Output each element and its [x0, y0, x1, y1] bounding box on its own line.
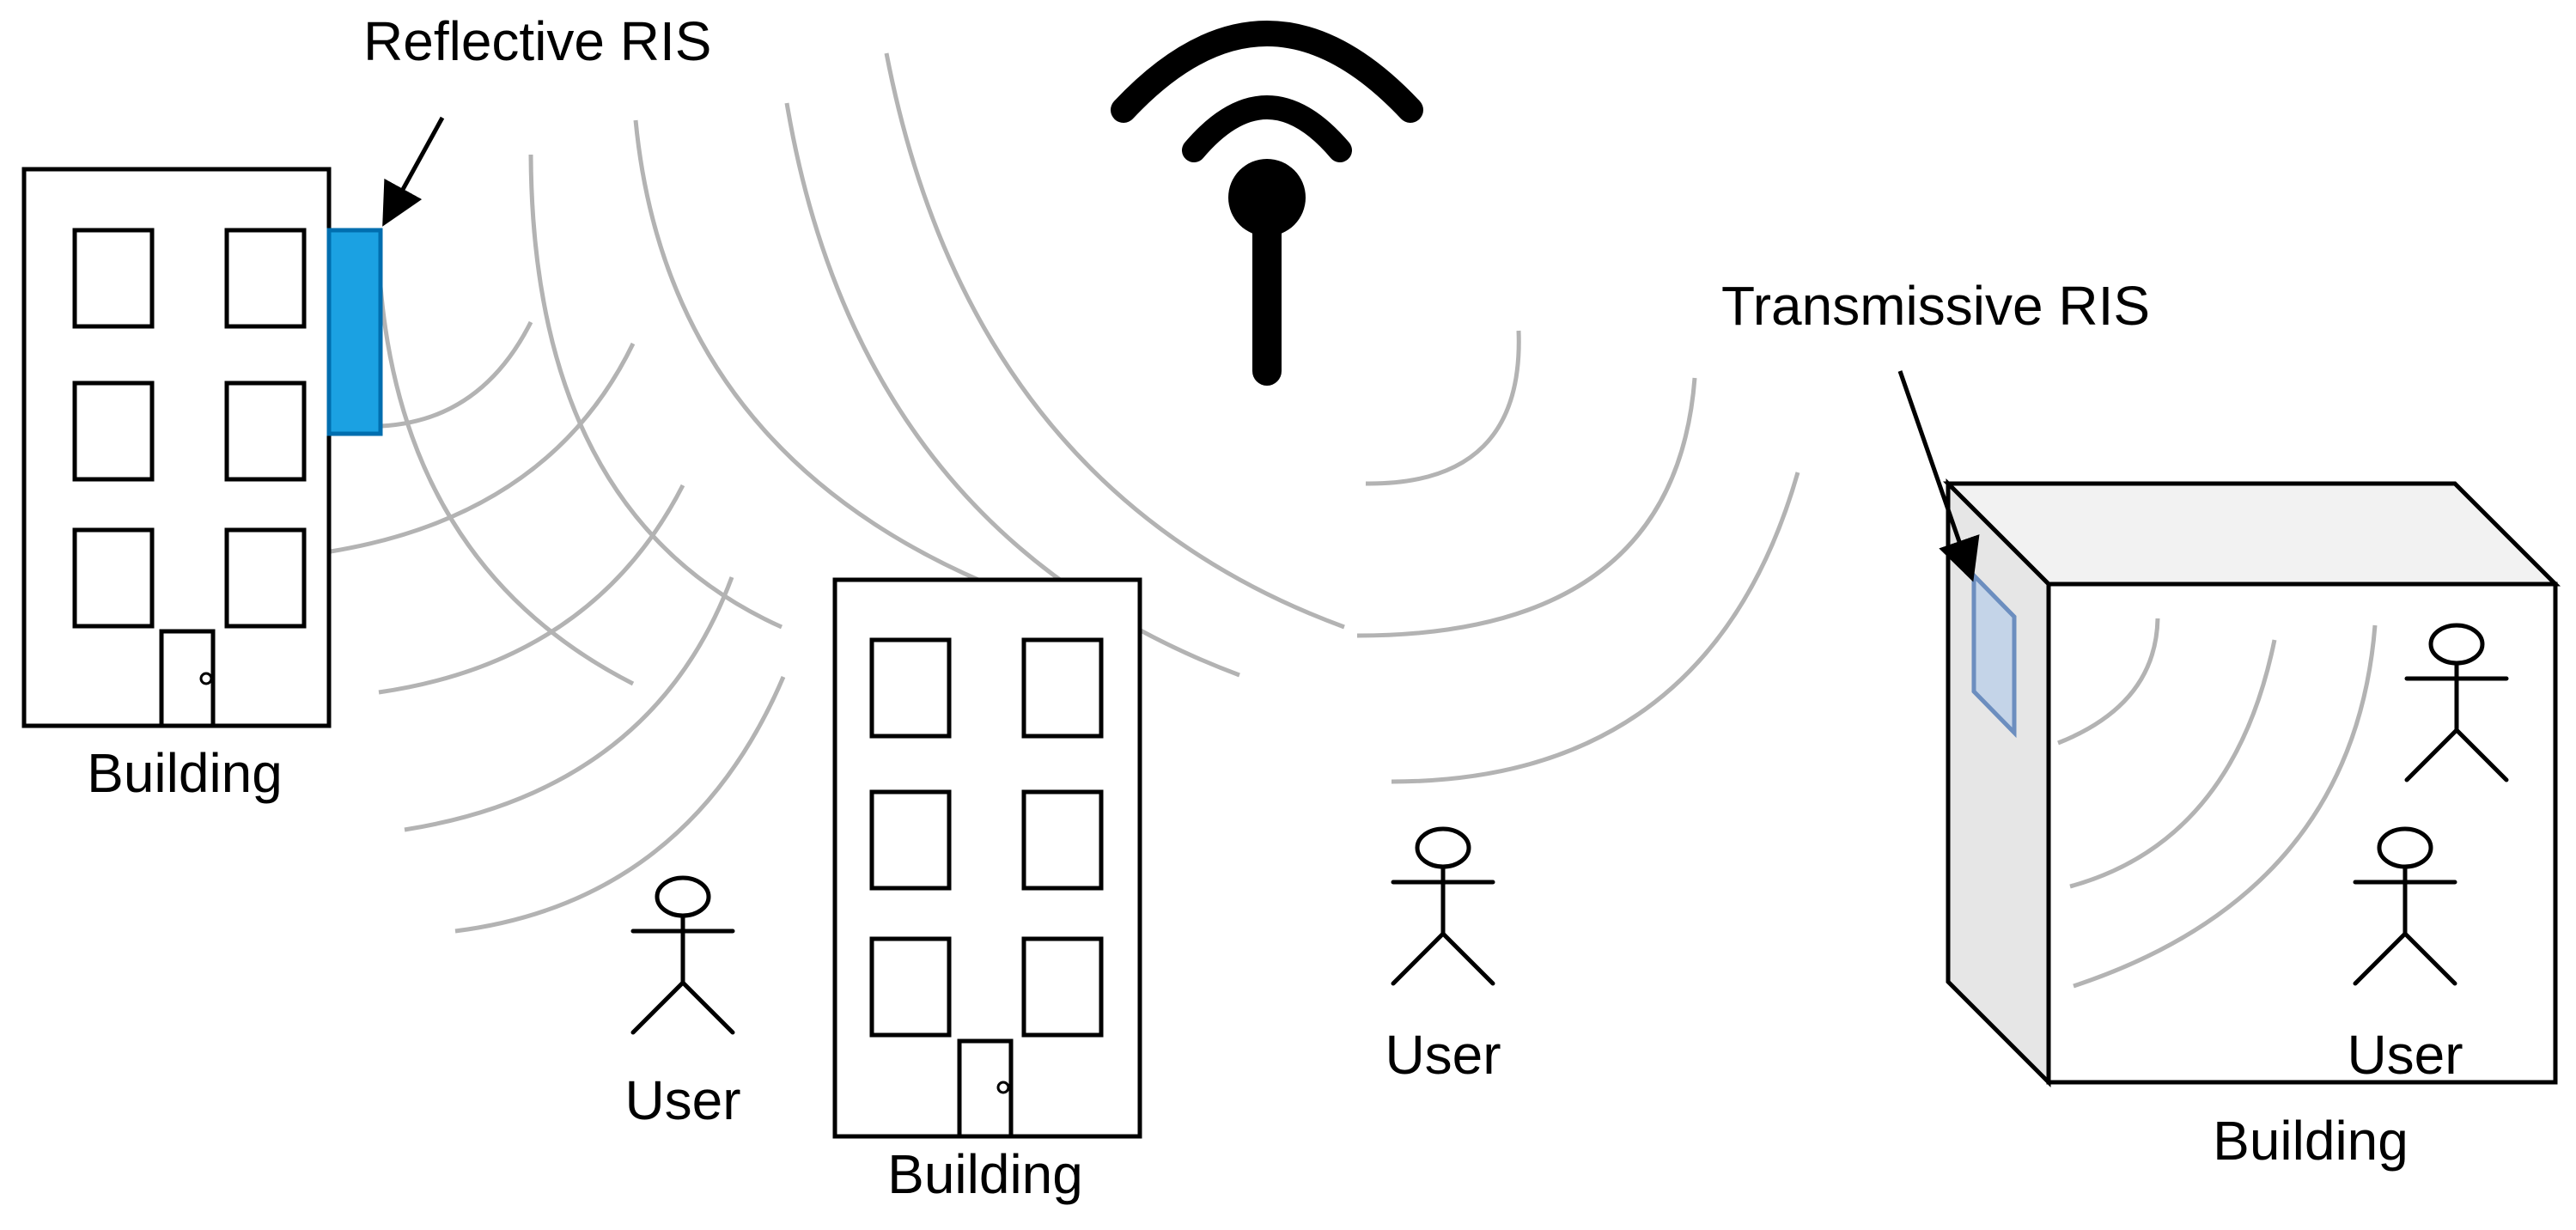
- building-left: [21, 167, 332, 728]
- window: [72, 381, 155, 482]
- door: [957, 1038, 1014, 1139]
- wave-arc: [2057, 618, 2160, 746]
- person-icon: [2404, 623, 2509, 782]
- person-icon: [1391, 826, 1495, 986]
- wave-arc: [2069, 639, 2277, 889]
- signal-waves: [330, 52, 2378, 989]
- wave-arc: [330, 342, 636, 554]
- window: [224, 381, 307, 482]
- building-center: [832, 577, 1142, 1139]
- window: [1021, 936, 1104, 1038]
- building-front-face: [2046, 582, 2558, 1085]
- window: [1021, 789, 1104, 891]
- arrow-icon: [382, 116, 445, 227]
- user-right-label: User: [2347, 1024, 2463, 1086]
- reflective-ris-panel: [326, 228, 383, 436]
- building-right: [1942, 478, 2561, 1088]
- building-center-label: Building: [887, 1143, 1083, 1205]
- building-side-face: [1946, 478, 2051, 1088]
- wave-arc: [1356, 377, 1697, 638]
- window: [1021, 637, 1104, 739]
- transmissive-ris-label: Transmissive RIS: [1721, 275, 2150, 337]
- wave-arc: [381, 320, 533, 429]
- window: [869, 936, 952, 1038]
- wave-arc: [633, 119, 1057, 612]
- door-knob: [996, 1081, 1010, 1094]
- person-icon: [630, 875, 735, 1035]
- wave-arc: [375, 240, 635, 686]
- door: [159, 629, 216, 728]
- reflective-ris-label: Reflective RIS: [363, 10, 711, 72]
- window: [72, 527, 155, 629]
- window: [224, 527, 307, 629]
- wave-arc: [454, 676, 786, 934]
- person-icon: [2353, 826, 2457, 986]
- door-knob: [199, 672, 213, 685]
- arrow-icon: [1897, 370, 1980, 582]
- building-right-label: Building: [2213, 1110, 2409, 1172]
- wave-arc: [1391, 472, 1800, 784]
- antenna-icon: [1111, 21, 1423, 386]
- building-top-face: [1942, 481, 2561, 587]
- user-left-label: User: [624, 1069, 740, 1131]
- transmissive-ris-panel: [1971, 569, 2017, 739]
- wave-arc: [378, 484, 685, 695]
- window: [72, 228, 155, 329]
- window: [869, 637, 952, 739]
- wave-arc: [1365, 330, 1521, 486]
- wave-arc: [2073, 624, 2378, 989]
- window: [869, 789, 952, 891]
- wave-arc: [528, 154, 783, 630]
- building-left-label: Building: [87, 742, 283, 804]
- user-center-label: User: [1385, 1024, 1501, 1086]
- wave-arc: [404, 576, 734, 832]
- window: [224, 228, 307, 329]
- wave-arc: [884, 52, 1345, 630]
